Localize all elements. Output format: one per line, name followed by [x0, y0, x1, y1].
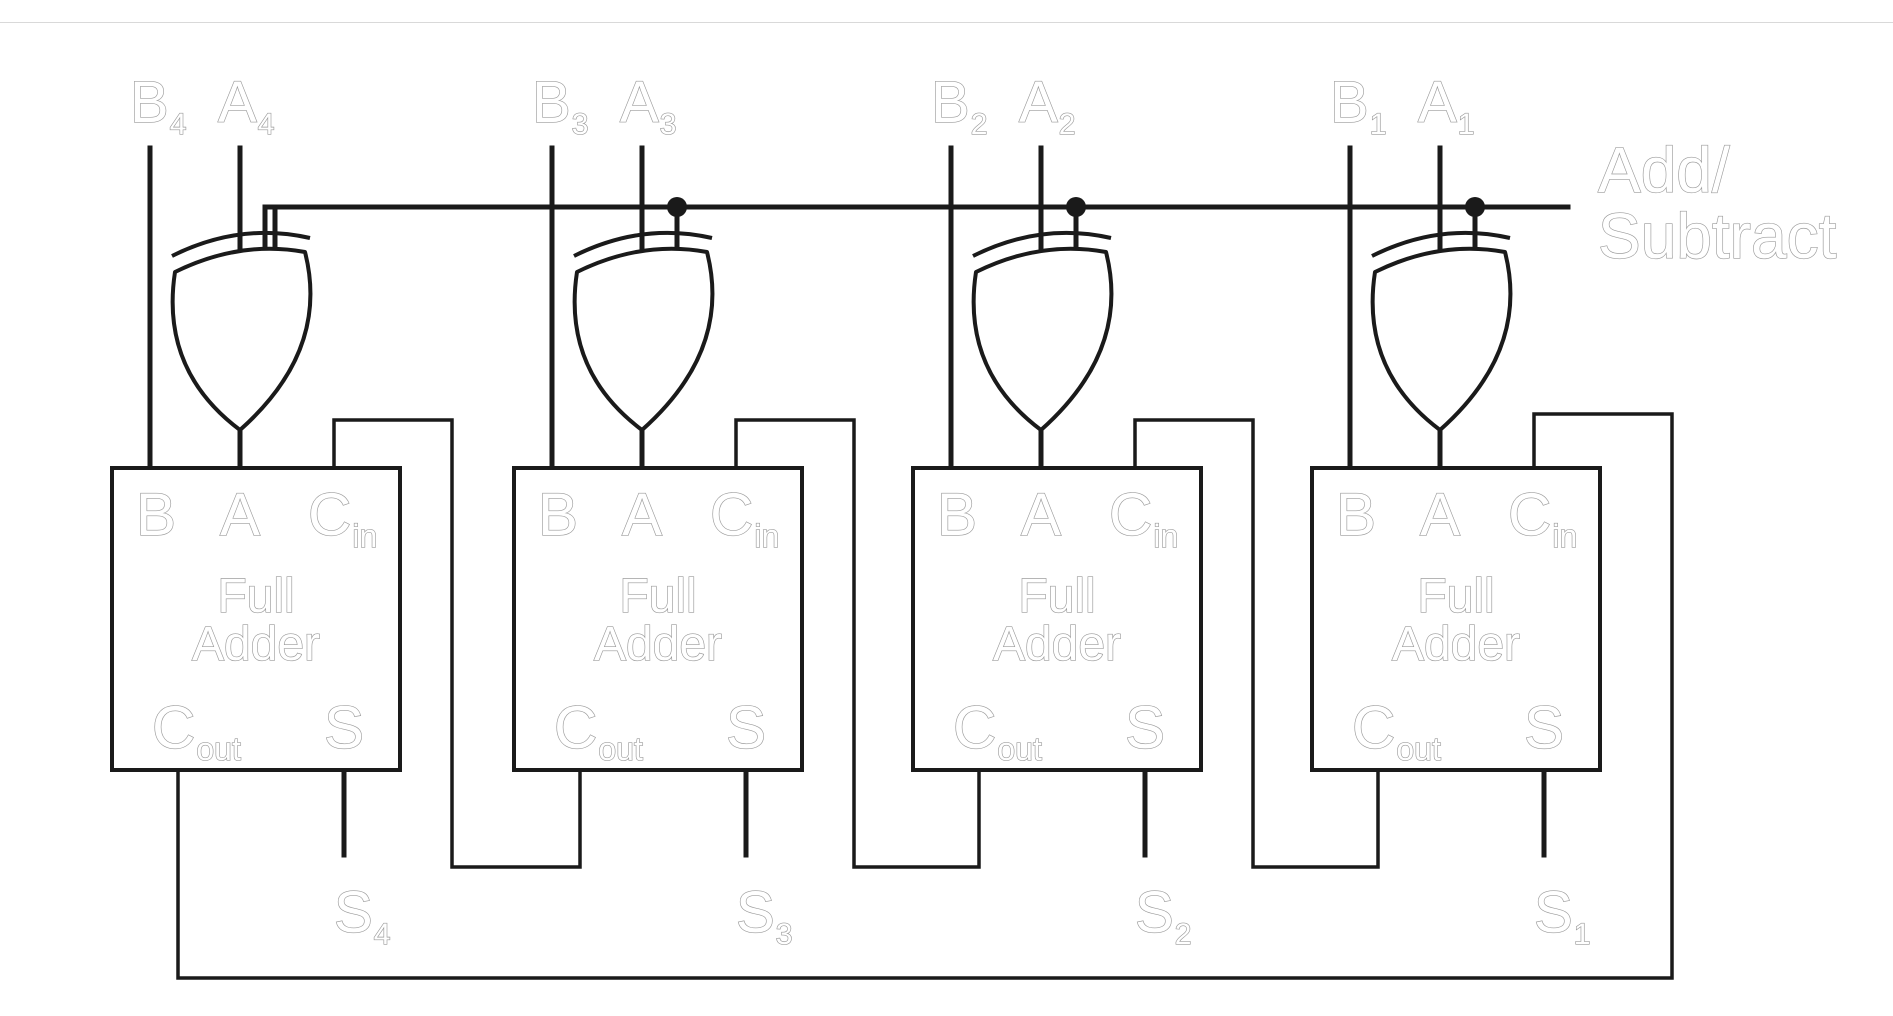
top-divider: [0, 22, 1893, 23]
stage-3-pin-b-label: B: [937, 481, 977, 548]
stage-3-xor-arc: [972, 230, 1112, 258]
stage-3-xor-gate: [971, 246, 1114, 432]
stage-3-pin-cin-label: Cin: [1109, 481, 1178, 554]
stage-2-pin-a-label: A: [622, 481, 662, 548]
stage-3-adder-label-line2: Adder: [993, 618, 1121, 671]
stage-4-pin-cout-label: Cout: [1352, 694, 1441, 767]
stage-2-sum-label: S3: [736, 880, 792, 951]
stage-3-junction-dot: [1066, 197, 1086, 217]
stage-4-full-adder-box: [1310, 466, 1602, 772]
stage-4-junction-dot: [1465, 197, 1485, 217]
stage-2-pin-cout-label: Cout: [554, 694, 643, 767]
stage-3-adder-label-line1: Full: [1018, 570, 1095, 623]
stage-1-xor-arc: [171, 230, 311, 258]
stage-2-xor-arc: [573, 230, 713, 258]
stage-1-pin-b-label: B: [136, 481, 176, 548]
components-layer: [110, 197, 1602, 772]
stage-2-pin-cin-label: Cin: [710, 481, 779, 554]
carry-wrap-wire: [176, 412, 1674, 980]
stage-4-pin-b-label: B: [1336, 481, 1376, 548]
stage-1-adder-label-line2: Adder: [192, 618, 320, 671]
stage-3-input-a-label: A2: [1019, 70, 1075, 141]
wires-layer: [147, 145, 1674, 980]
stage-2-input-b-label: B3: [532, 70, 588, 141]
stage-4-adder-label-line2: Adder: [1392, 618, 1520, 671]
stage-4-xor-arc: [1371, 230, 1511, 258]
stage-4-pin-s-label: S: [1524, 694, 1564, 761]
stage-1-xor-gate: [170, 246, 313, 432]
stage-2-pin-b-label: B: [538, 481, 578, 548]
stage-1-pin-s-label: S: [324, 694, 364, 761]
stage-3-pin-s-label: S: [1125, 694, 1165, 761]
carry-wire-4-to-3: [1133, 418, 1380, 869]
stage-3-full-adder-box: [911, 466, 1203, 772]
stage-2-junction-dot: [667, 197, 687, 217]
stage-1-sum-label: S4: [334, 880, 390, 951]
stage-4-pin-a-label: A: [1420, 481, 1460, 548]
add-subtract-bus: [262, 204, 1571, 268]
stage-3-sum-label: S2: [1135, 880, 1191, 951]
stage-2-pin-s-label: S: [726, 694, 766, 761]
stage-4-adder-label-line1: Full: [1417, 570, 1494, 623]
stage-1-input-a-label: A4: [218, 70, 274, 141]
stage-4-input-a-label: A1: [1418, 70, 1474, 141]
stage-4-xor-gate: [1370, 246, 1513, 432]
stage-1-adder-label-line1: Full: [217, 570, 294, 623]
stage-2-adder-label-line2: Adder: [594, 618, 722, 671]
stage-2-adder-label-line1: Full: [619, 570, 696, 623]
stage-1-input-b-label: B4: [130, 70, 186, 141]
carry-wire-3-to-2: [734, 418, 981, 869]
stage-3-input-b-label: B2: [931, 70, 987, 141]
stage-1-pin-cin-label: Cin: [308, 481, 377, 554]
stage-2-full-adder-box: [512, 466, 804, 772]
stage-4-input-b-label: B1: [1330, 70, 1386, 141]
stage-4-pin-cin-label: Cin: [1508, 481, 1577, 554]
stage-1-pin-a-label: A: [220, 481, 260, 548]
control-label-line2: Subtract: [1598, 200, 1837, 272]
control-label-line1: Add/: [1598, 134, 1730, 206]
stage-2-input-a-label: A3: [620, 70, 676, 141]
stage-3-pin-cout-label: Cout: [953, 694, 1042, 767]
stage-3-pin-a-label: A: [1021, 481, 1061, 548]
stage-1-full-adder-box: [110, 466, 402, 772]
stage-2-xor-gate: [572, 246, 715, 432]
carry-wire-2-to-1: [332, 418, 582, 869]
stage-4-sum-label: S1: [1534, 880, 1590, 951]
stage-1-pin-cout-label: Cout: [152, 694, 241, 767]
